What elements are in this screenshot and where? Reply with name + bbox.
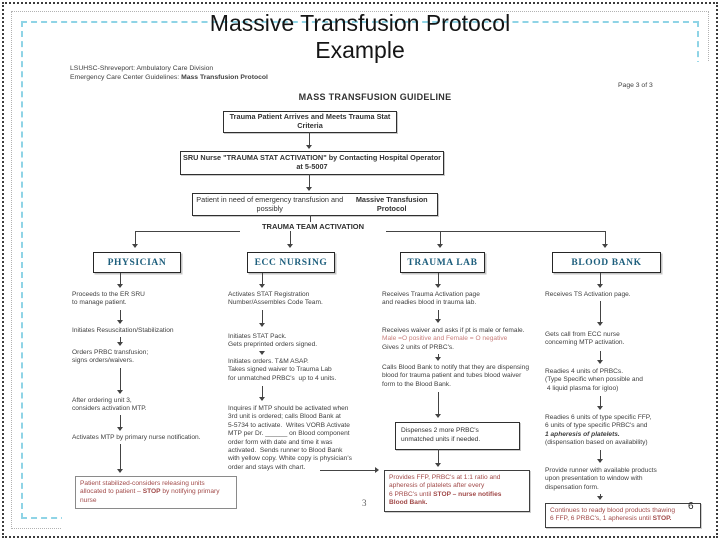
doc-header-line2: Emergency Care Center Guidelines: (70, 73, 182, 81)
arrow-down-connector (435, 392, 441, 418)
trauma-lab-step2-line1: Receives waiver and asks if pt is male o… (382, 327, 525, 334)
blood-bank-step4-line3: 1 apheresis of platelets. (545, 430, 620, 438)
physician-step-2: Initiates Resuscitation/Stabilization (72, 327, 174, 334)
physician-stop-box: Patient stabilized-considers releasing u… (75, 476, 237, 510)
arrow-down-connector (117, 444, 123, 473)
trauma-lab-step-3: Calls Blood Bank to notify that they are… (382, 364, 529, 388)
physician-step-3: Orders PRBC transfusion; signs orders/wa… (72, 349, 149, 365)
arrow-down-connector (306, 174, 312, 191)
ecc-step-1: Activates STAT Registration Number/Assem… (228, 291, 323, 307)
trauma-lab-step-2: Receives waiver and asks if pt is male o… (382, 327, 525, 352)
arrow-down-connector (597, 396, 603, 410)
column-header-ecc-nursing: ECC NURSING (247, 252, 335, 273)
arrow-down-connector (435, 354, 441, 361)
physician-step-4: After ordering unit 3, considers activat… (72, 397, 147, 413)
column-header-trauma-lab: TRAUMA LAB (400, 252, 485, 273)
scan-page-number: 3 (362, 498, 367, 508)
blood-bank-step-1: Receives TS Activation page. (545, 291, 631, 298)
slide-number: 6 (688, 501, 694, 512)
slide-title-line1: Massive Transfusion Protocol (209, 10, 511, 36)
arrow-down-connector (287, 231, 293, 248)
flow-box-sru-nurse: SRU Nurse "TRAUMA STAT ACTIVATION" by Co… (180, 151, 444, 175)
arrow-down-connector (435, 310, 441, 323)
arrow-down-connector (602, 231, 608, 248)
column-header-blood-bank: BLOOD BANK (552, 252, 661, 273)
physician-step-5: Activates MTP by primary nurse notificat… (72, 434, 201, 441)
doc-header-line2-bold: Mass Transfusion Protocol (181, 73, 268, 81)
arrow-down-connector (597, 494, 603, 500)
arrow-down-connector (597, 301, 603, 326)
arrow-down-connector (435, 273, 441, 288)
physician-stop-suffix: by notifying primary nurse (80, 488, 220, 504)
blood-bank-stop-text: Continues to ready blood products thawin… (550, 507, 675, 523)
ecc-step-3: Initiates orders. T&M ASAP. Takes signed… (228, 358, 337, 382)
arrow-right-connector (320, 467, 379, 473)
physician-step-1: Proceeds to the ER SRU to manage patient… (72, 291, 145, 307)
trauma-lab-dispense-box: Dispenses 2 more PRBC's unmatched units … (395, 422, 520, 450)
doc-title: MASS TRANSFUSION GUIDELINE (298, 92, 452, 102)
arrow-down-connector (259, 386, 265, 401)
blood-bank-step-5: Provide runner with available products u… (545, 467, 657, 491)
blood-bank-step4-line4: (dispensation based on availability) (545, 439, 648, 447)
doc-header: LSUHSC-Shreveport: Ambulatory Care Divis… (70, 65, 268, 82)
blood-bank-stop-bold: STOP. (652, 515, 672, 523)
physician-stop-text: Patient stabilized-considers releasing u… (80, 480, 205, 496)
arrow-down-connector (259, 273, 265, 288)
trauma-lab-step2-line3: Gives 2 units of PRBC's. (382, 343, 454, 351)
arrow-down-connector (117, 337, 123, 346)
arrow-down-connector (259, 310, 265, 327)
arrow-down-connector (437, 231, 443, 248)
blood-bank-step-2: Gets call from ECC nurse concerning MTP … (545, 331, 625, 347)
ecc-step-2: Initiates STAT Pack. Gets preprinted ord… (228, 333, 318, 349)
blood-bank-step4-line1: Readies 6 units of type specific FFP, (545, 414, 652, 421)
arrow-down-connector (597, 351, 603, 364)
arrow-down-connector (435, 449, 441, 467)
trauma-lab-stop-box: Provides FFP, PRBC's at 1:1 ratio and ap… (384, 470, 530, 512)
arrow-down-connector (132, 231, 138, 248)
blood-bank-step-4: Readies 6 units of type specific FFP,6 u… (545, 414, 651, 448)
physician-stop-bold: STOP (142, 488, 161, 496)
arrow-down-connector (117, 368, 123, 394)
flow-box3-bold: Massive Transfusion Protocol (355, 194, 428, 213)
ecc-step-4: Inquires if MTP should be activated when… (228, 405, 352, 471)
column-header-physician: PHYSICIAN (93, 252, 181, 273)
trauma-team-activation-label: TRAUMA TEAM ACTIVATION (240, 222, 386, 232)
doc-page-label: Page 3 of 3 (618, 82, 653, 89)
flow-box3-text: Patient in need of emergency transfusion… (196, 194, 344, 213)
arrow-down-connector (306, 132, 312, 149)
arrow-down-connector (597, 450, 603, 463)
flow-box-emergency-transfusion: Patient in need of emergency transfusion… (192, 193, 438, 216)
flow-box-trauma-patient: Trauma Patient Arrives and Meets Trauma … (223, 111, 397, 133)
trauma-lab-stop-text: Provides FFP, PRBC's at 1:1 ratio and ap… (389, 474, 501, 498)
trauma-lab-step-1: Receives Trauma Activation page and read… (382, 291, 480, 307)
arrow-down-connector (597, 273, 603, 288)
doc-header-line1: LSUHSC-Shreveport: Ambulatory Care Divis… (70, 65, 214, 72)
trauma-lab-stop-bold: STOP – nurse notifies Blood Bank. (389, 490, 502, 507)
trauma-lab-step2-line2: Male =O positive and Female = O negative (382, 335, 508, 343)
arrow-down-connector (259, 351, 265, 355)
scanned-document-page (62, 62, 715, 535)
blood-bank-step-3: Readies 4 units of PRBCs. (Type Specific… (545, 368, 643, 392)
slide-title-line2: Example (315, 37, 405, 63)
arrow-down-connector (117, 310, 123, 324)
arrow-down-connector (117, 415, 123, 431)
blood-bank-step4-line2: 6 units of type specific PRBC's and (545, 422, 648, 430)
slide-title: Massive Transfusion Protocol Example (0, 10, 720, 64)
arrow-down-connector (117, 273, 123, 288)
blood-bank-stop-box: Continues to ready blood products thawin… (545, 503, 701, 528)
